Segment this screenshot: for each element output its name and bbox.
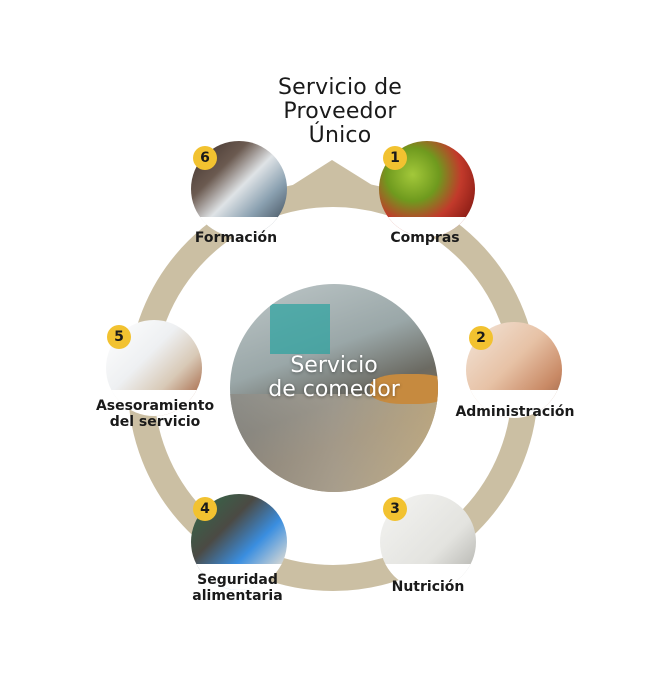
step-3-badge: 3 — [383, 497, 407, 521]
step-5-label: Asesoramiento del servicio — [95, 398, 215, 430]
center-label: Servicio de comedor — [268, 353, 400, 402]
center-photo-dining-service: Servicio de comedor — [230, 284, 438, 492]
step-2-photo — [466, 322, 562, 418]
step-5-badge: 5 — [107, 325, 131, 349]
step-1-badge: 1 — [383, 146, 407, 170]
step-6-label: Formación — [194, 230, 278, 246]
step-4-photo — [191, 494, 287, 590]
diagram-title: Servicio de Proveedor Único — [277, 75, 403, 148]
step-6-badge: 6 — [193, 146, 217, 170]
step-2-label: Administración — [455, 404, 575, 420]
step-4-label: Seguridad alimentaria — [192, 572, 283, 604]
step-4-badge: 4 — [193, 497, 217, 521]
step-2-badge: 2 — [469, 326, 493, 350]
step-1-label: Compras — [390, 230, 460, 246]
step-3-label: Nutrición — [391, 579, 465, 595]
